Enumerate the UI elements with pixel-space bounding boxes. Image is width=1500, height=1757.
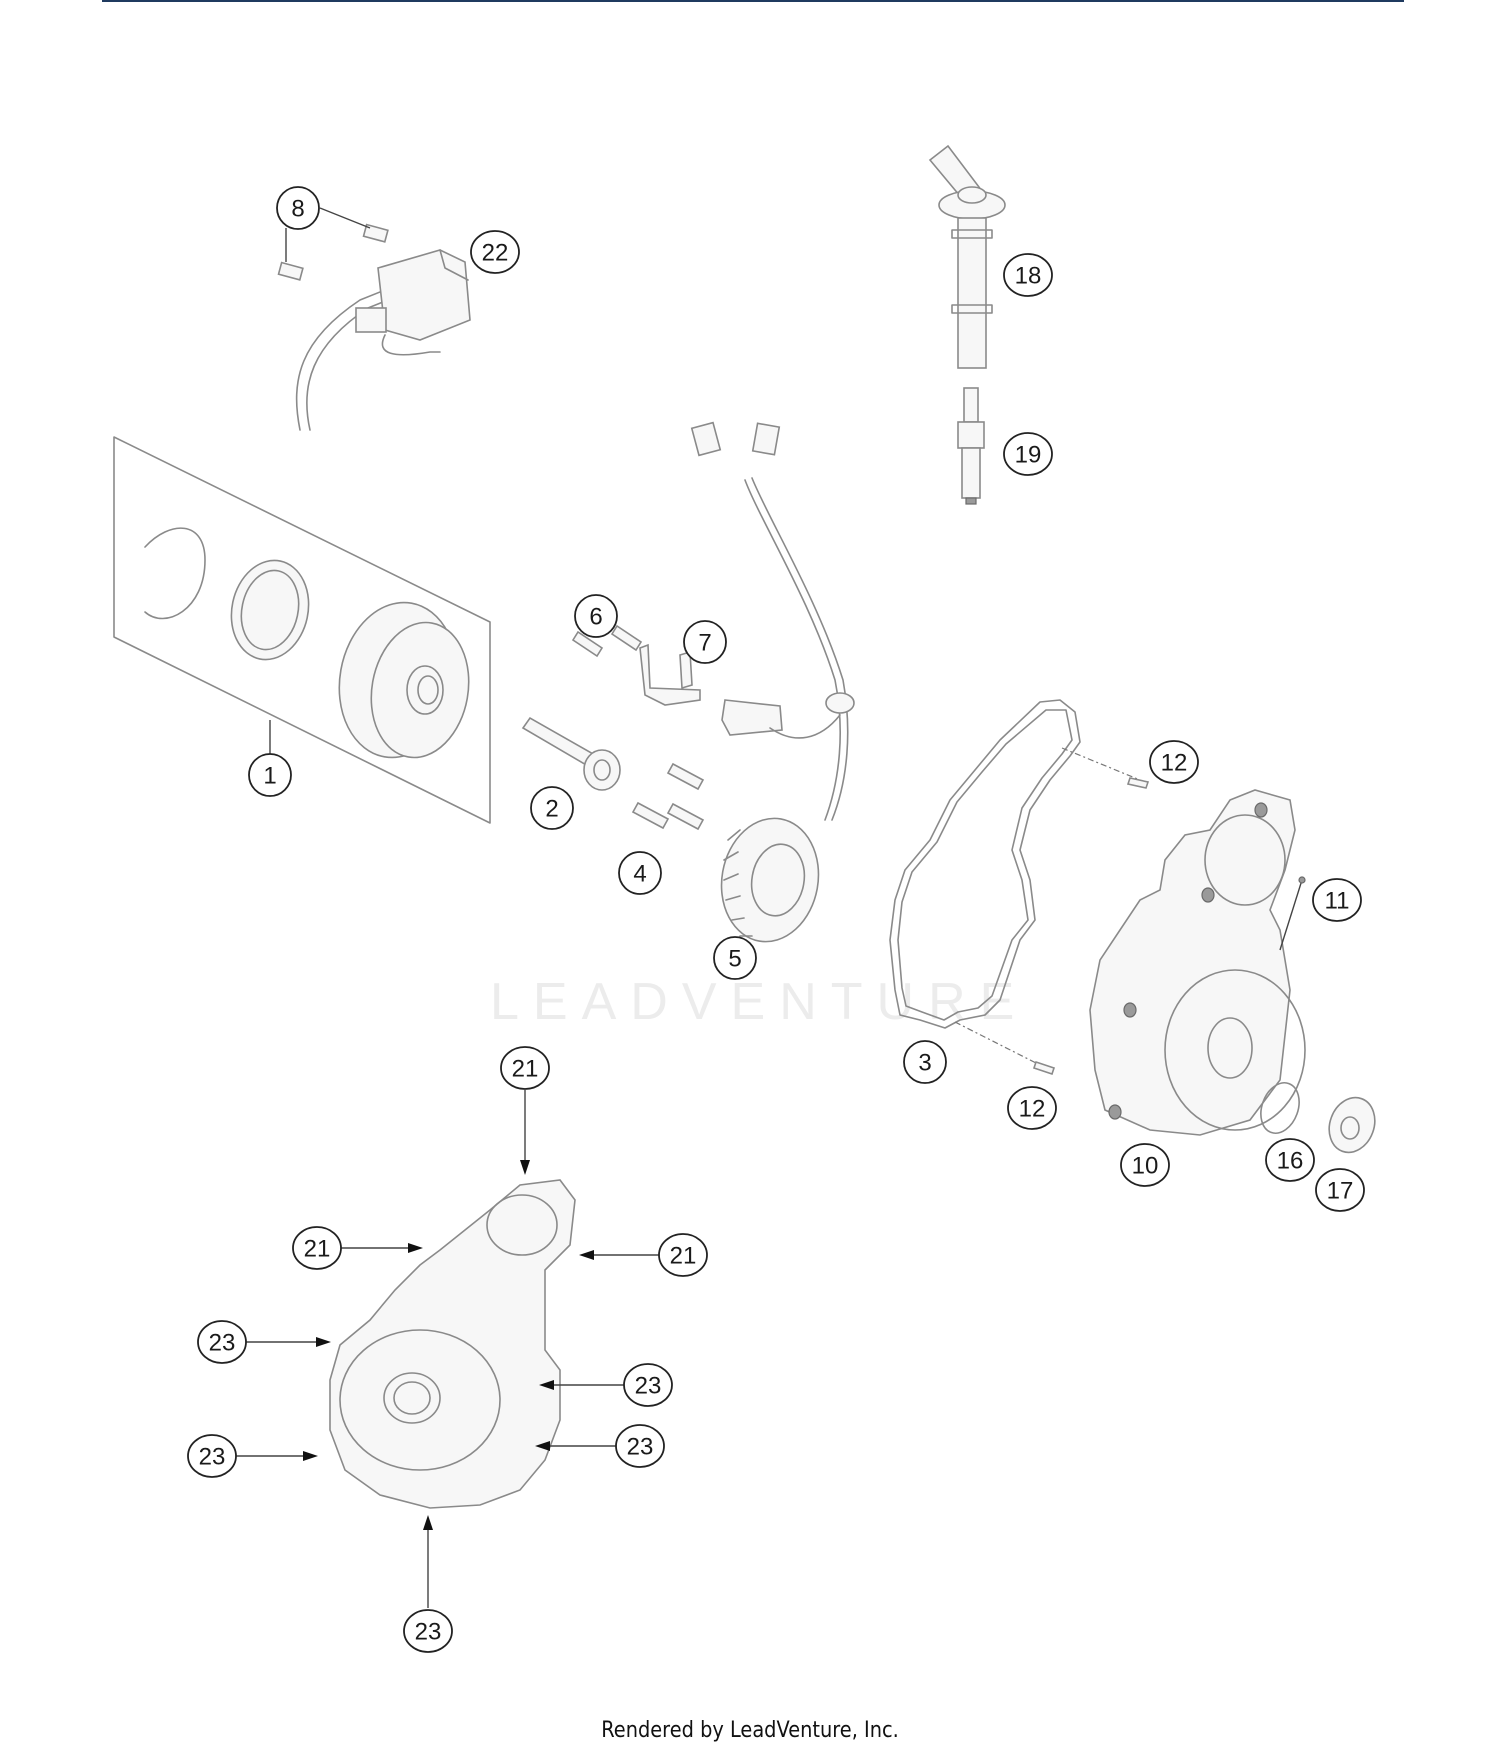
callout-circle	[1120, 1143, 1170, 1187]
stator-screws-part	[631, 762, 705, 831]
callout-22[interactable]: 22	[470, 230, 520, 274]
callout-leaders	[235, 207, 660, 1608]
callout-circle	[1315, 1168, 1365, 1212]
callout-number: 21	[512, 1056, 539, 1083]
callout-11[interactable]: 11	[1312, 878, 1362, 922]
callout-number: 23	[635, 1373, 662, 1400]
plug-cap-part	[1328, 1096, 1376, 1154]
callout-circle	[623, 1363, 673, 1407]
callout-12[interactable]: 12	[1149, 740, 1199, 784]
callout-circle	[530, 786, 574, 830]
callout-21[interactable]: 21	[292, 1226, 342, 1270]
callout-number: 4	[633, 861, 646, 888]
callout-18[interactable]: 18	[1003, 253, 1053, 297]
callout-circle	[292, 1226, 342, 1270]
callout-6[interactable]: 6	[574, 594, 618, 638]
callout-23[interactable]: 23	[187, 1434, 237, 1478]
callout-12[interactable]: 12	[1007, 1086, 1057, 1130]
seal-ring-part	[1260, 1082, 1300, 1134]
callout-circle	[187, 1434, 237, 1478]
callout-number: 7	[698, 630, 711, 657]
callout-number: 23	[209, 1330, 236, 1357]
callout-number: 6	[589, 604, 602, 631]
flywheel-kit-part	[113, 436, 491, 824]
stator-part	[690, 421, 855, 943]
callout-number: 8	[291, 196, 304, 223]
gasket-part	[889, 699, 1150, 1076]
callout-10[interactable]: 10	[1120, 1143, 1170, 1187]
callout-4[interactable]: 4	[618, 851, 662, 895]
callout-7[interactable]: 7	[683, 620, 727, 664]
callout-number: 12	[1161, 750, 1188, 777]
callout-circle	[618, 851, 662, 895]
callout-19[interactable]: 19	[1003, 432, 1053, 476]
callout-21[interactable]: 21	[658, 1233, 708, 1277]
callout-23[interactable]: 23	[623, 1363, 673, 1407]
callout-number: 1	[263, 763, 276, 790]
callout-1[interactable]: 1	[248, 753, 292, 797]
callout-circle	[500, 1046, 550, 1090]
callout-number: 10	[1132, 1153, 1159, 1180]
callout-17[interactable]: 17	[1315, 1168, 1365, 1212]
callout-3[interactable]: 3	[903, 1040, 947, 1084]
callout-number: 17	[1327, 1178, 1354, 1205]
spark-plug-part	[957, 387, 985, 505]
callout-circle	[1265, 1138, 1315, 1182]
top-rule	[102, 0, 1404, 2]
callout-21[interactable]: 21	[500, 1046, 550, 1090]
footer-credit: Rendered by LeadVenture, Inc.	[601, 1718, 899, 1743]
callout-circle	[658, 1233, 708, 1277]
callout-circle	[574, 594, 618, 638]
callout-23[interactable]: 23	[615, 1424, 665, 1468]
callout-circle	[1003, 432, 1053, 476]
callout-circle	[1007, 1086, 1057, 1130]
ignition-coil-part	[277, 223, 471, 431]
callout-circle	[1312, 878, 1362, 922]
ignition-cover-part	[1089, 789, 1306, 1136]
callout-number: 18	[1015, 263, 1042, 290]
callout-2[interactable]: 2	[530, 786, 574, 830]
callout-circle	[1149, 740, 1199, 784]
callout-16[interactable]: 16	[1265, 1138, 1315, 1182]
callout-number: 21	[670, 1243, 697, 1270]
callout-8[interactable]: 8	[276, 186, 320, 230]
callout-circle	[197, 1320, 247, 1364]
callout-number: 11	[1325, 888, 1350, 915]
watermark: LEADVENTURE	[490, 973, 1029, 1031]
bracket-screws-part	[571, 624, 701, 706]
callout-number: 3	[918, 1050, 931, 1077]
callout-number: 23	[199, 1444, 226, 1471]
callout-circle	[403, 1609, 453, 1653]
callout-circle	[683, 620, 727, 664]
generator-cover-part	[329, 1179, 576, 1509]
callout-circle	[276, 186, 320, 230]
callout-number: 23	[627, 1434, 654, 1461]
callout-23[interactable]: 23	[197, 1320, 247, 1364]
callout-number: 12	[1019, 1096, 1046, 1123]
callout-circle	[248, 753, 292, 797]
callout-number: 22	[482, 240, 509, 267]
callout-number: 5	[728, 946, 741, 973]
callout-circle	[470, 230, 520, 274]
callout-number: 23	[415, 1619, 442, 1646]
callout-number: 21	[304, 1236, 331, 1263]
spark-plug-connector-part	[928, 144, 1006, 369]
callout-circle	[1003, 253, 1053, 297]
flywheel-bolt-part	[521, 716, 621, 791]
callout-circle	[903, 1040, 947, 1084]
callout-circle	[713, 936, 757, 980]
callout-number: 19	[1015, 442, 1042, 469]
callout-number: 16	[1277, 1148, 1304, 1175]
callout-5[interactable]: 5	[713, 936, 757, 980]
callout-number: 2	[545, 796, 558, 823]
callout-circle	[615, 1424, 665, 1468]
callout-23[interactable]: 23	[403, 1609, 453, 1653]
